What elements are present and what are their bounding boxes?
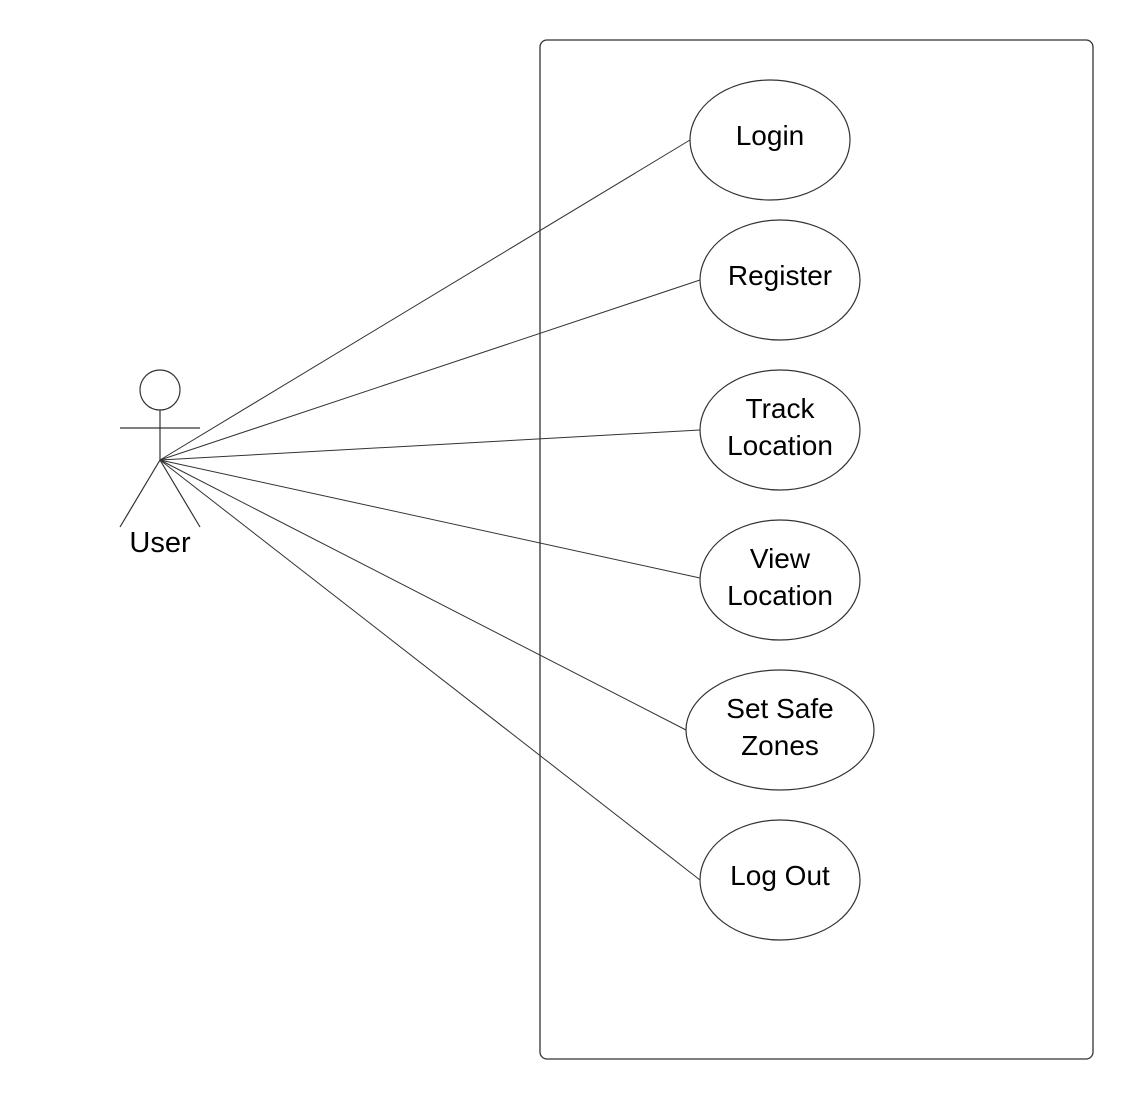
- use-case-set-safe-zones[interactable]: Set Safe Zones: [685, 669, 875, 791]
- use-case-ellipse: [699, 519, 861, 641]
- use-case-register[interactable]: Register: [699, 219, 861, 341]
- use-case-label: View: [750, 543, 811, 574]
- association-login: [159, 139, 691, 461]
- use-case-label: Set Safe: [726, 693, 833, 724]
- association-view-location: [159, 459, 701, 579]
- use-case-view-location[interactable]: View Location: [699, 519, 861, 641]
- association-log-out: [159, 459, 701, 881]
- association-register: [159, 279, 701, 461]
- association-set-safe-zones: [159, 459, 687, 731]
- system-boundary: [539, 39, 1094, 1060]
- use-case-ellipse: [685, 669, 875, 791]
- associations: [159, 139, 701, 881]
- use-case-label: Zones: [741, 730, 819, 761]
- use-case-track-location[interactable]: Track Location: [699, 369, 861, 491]
- actor-head: [139, 369, 181, 411]
- use-case-ellipse: [699, 819, 861, 941]
- actor-user[interactable]: User: [119, 369, 201, 559]
- actor-right-leg: [159, 459, 201, 528]
- use-case-ellipse: [699, 219, 861, 341]
- use-case-log-out[interactable]: Log Out: [699, 819, 861, 941]
- use-case-label: Location: [727, 580, 833, 611]
- association-track-location: [159, 429, 701, 461]
- use-case-ellipse: [689, 79, 851, 201]
- use-case-ellipse: [699, 369, 861, 491]
- use-case-login[interactable]: Login: [689, 79, 851, 201]
- use-case-label: Location: [727, 430, 833, 461]
- use-case-label: Track: [746, 393, 816, 424]
- actor-label: User: [129, 527, 191, 559]
- use-case-label: Register: [728, 260, 832, 291]
- use-case-label: Login: [736, 120, 805, 151]
- actor-left-leg: [119, 459, 161, 528]
- use-case-label: Log Out: [730, 860, 830, 891]
